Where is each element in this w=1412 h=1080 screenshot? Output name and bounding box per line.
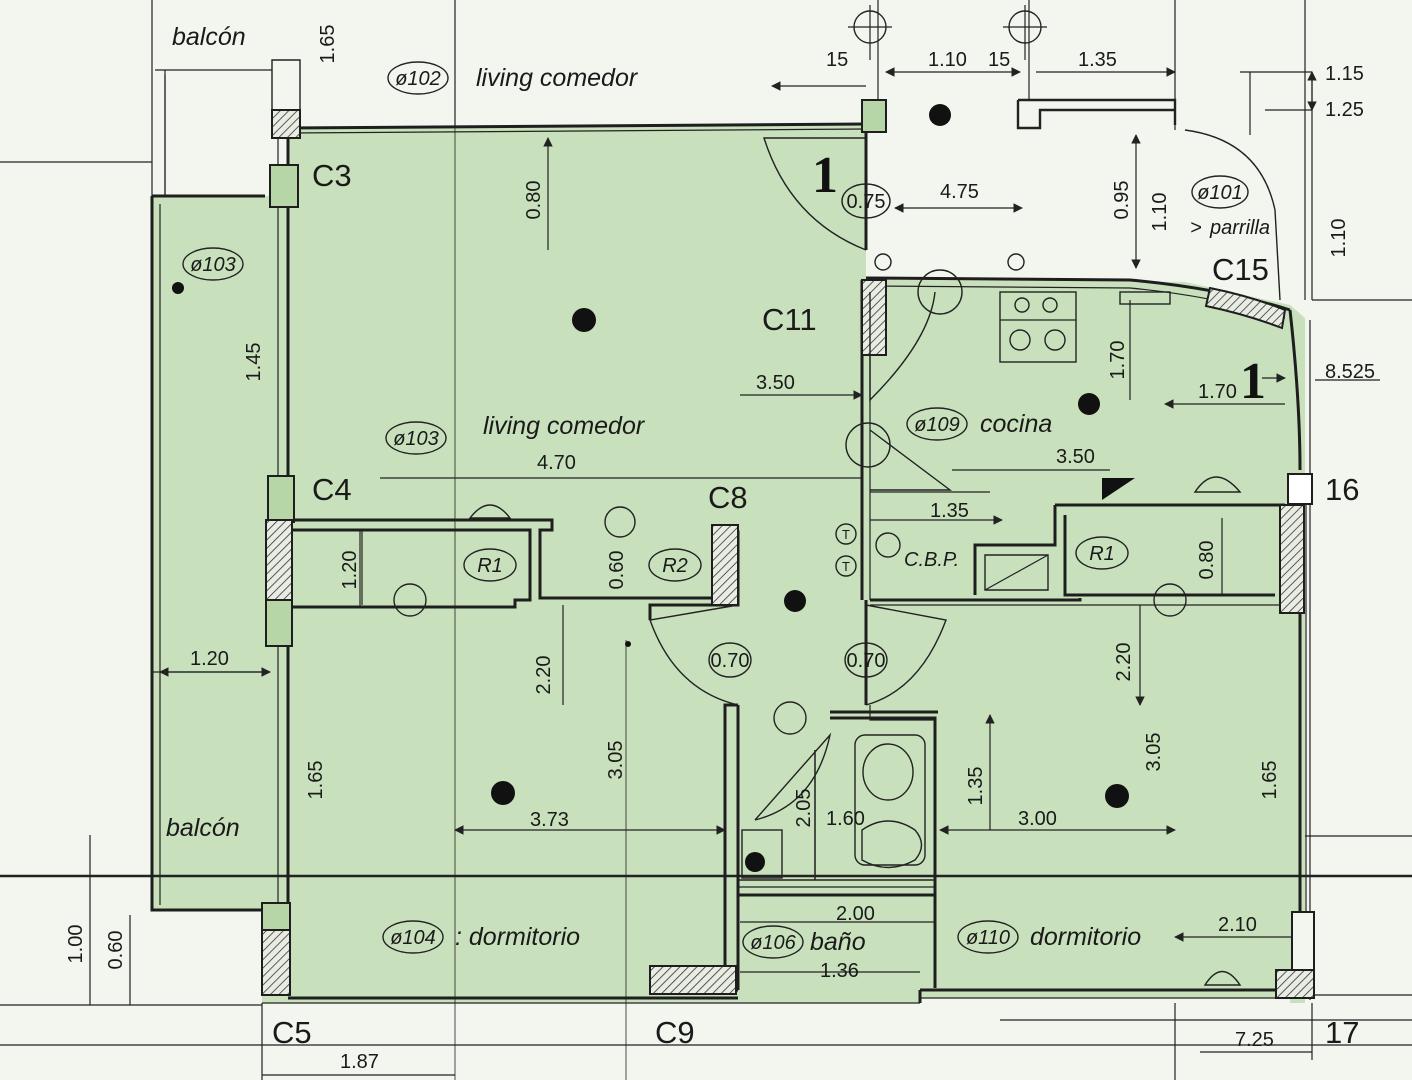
section-cut-1-left: 1 (812, 147, 838, 204)
room-label-balcon-top: balcón (172, 23, 246, 51)
dim-100: 1.00 (65, 925, 87, 964)
room-label-dormitorio-2: dormitorio (1030, 923, 1141, 951)
dim-165-a: 1.65 (305, 761, 327, 800)
dim-110-a: 1.10 (928, 49, 967, 71)
room-label-living: living comedor (483, 412, 646, 440)
dim-080-b: 0.80 (1196, 541, 1218, 580)
column-c4: C4 (312, 472, 352, 507)
dim-305-b: 3.05 (1143, 733, 1165, 772)
room-tag-104: ø104 (390, 927, 436, 949)
dim-205: 2.05 (793, 789, 815, 828)
dim-475: 4.75 (940, 181, 979, 203)
section-marks: 1 1 (812, 147, 1266, 410)
room-label-balcon-left: balcón (166, 814, 240, 842)
grid-axis-markers (848, 5, 1047, 60)
dim-210: 2.10 (1218, 914, 1257, 936)
dimension-lines (159, 67, 1317, 973)
dim-165-top: 1.65 (317, 25, 339, 64)
room-tag-101: ø101 (1197, 182, 1243, 204)
dim-160: 1.60 (826, 808, 865, 830)
section-cut-1-right: 1 (1240, 353, 1266, 410)
room-tag-109: ø109 (914, 414, 960, 436)
dim-080-a: 0.80 (523, 181, 545, 220)
dimension-labels-vertical: 1.65 0.80 0.95 1.10 1.10 1.45 1.70 1.20 … (65, 25, 1350, 970)
dim-350-a: 3.50 (756, 372, 795, 394)
dim-170-v: 1.70 (1107, 341, 1129, 380)
dim-200: 2.00 (836, 903, 875, 925)
room-label-parrilla: parrilla (1209, 217, 1270, 239)
room-tag-110: ø110 (966, 927, 1010, 949)
dimension-labels: 15 1.10 15 1.35 1.15 1.25 4.75 8.525 3.5… (190, 49, 1375, 1073)
room-tag-103-balcony: ø103 (190, 254, 236, 276)
dim-120-v: 1.20 (339, 551, 361, 590)
room-label-living-top: living comedor (476, 64, 639, 92)
dim-095: 0.95 (1111, 181, 1133, 220)
dim-170-h: 1.70 (1198, 381, 1237, 403)
dim-373: 3.73 (530, 809, 569, 831)
door-width-075: 0.75 (847, 191, 886, 213)
room-tag-102: ø102 (395, 68, 441, 90)
dim-110-b: 1.10 (1149, 193, 1171, 232)
column-labels: C3 C4 C5 C8 C9 C11 C15 16 17 (272, 158, 1359, 1050)
closet-label-r1-right: R1 (1089, 543, 1115, 565)
room-tag-106: ø106 (750, 932, 796, 954)
dim-725: 7.25 (1235, 1029, 1274, 1051)
parrilla-arrow: > (1190, 217, 1202, 239)
door-width-070-right: 0.70 (847, 650, 886, 672)
column-c5: C5 (272, 1015, 312, 1050)
structural-columns (261, 99, 1315, 999)
column-c9: C9 (655, 1015, 695, 1050)
column-c15: C15 (1212, 252, 1269, 287)
room-tag-103: ø103 (393, 428, 439, 450)
dim-187: 1.87 (340, 1051, 379, 1073)
dim-060-b: 0.60 (105, 931, 127, 970)
dim-165-b: 1.65 (1259, 761, 1281, 800)
dim-135-c: 1.35 (965, 767, 987, 806)
dim-305-a: 3.05 (605, 741, 627, 780)
column-16: 16 (1325, 472, 1359, 507)
closet-label-r1-left: R1 (477, 555, 503, 577)
dim-15-b: 15 (988, 49, 1010, 71)
column-c11: C11 (762, 302, 817, 337)
fixtures (393, 253, 1242, 986)
room-label-cbp: C.B.P. (904, 549, 959, 571)
dim-220-b: 2.20 (1113, 643, 1135, 682)
dim-120-h: 1.20 (190, 648, 229, 670)
dim-145: 1.45 (243, 343, 265, 382)
column-c8: C8 (708, 480, 748, 515)
dim-350-b: 3.50 (1056, 446, 1095, 468)
column-17: 17 (1325, 1015, 1359, 1050)
room-label-bano: baño (810, 928, 866, 956)
light-points (172, 104, 1129, 872)
dim-125: 1.25 (1325, 99, 1364, 121)
room-labels: balcón ø102 living comedor ø103 ø103 liv… (166, 23, 1270, 956)
room-label-cocina: cocina (980, 410, 1052, 438)
dim-110-c: 1.10 (1328, 219, 1350, 258)
dim-8525: 8.525 (1325, 361, 1375, 383)
phone-outlet-1: T (842, 527, 850, 542)
door-width-070-left: 0.70 (711, 650, 750, 672)
dim-135-b: 1.35 (930, 500, 969, 522)
dim-060-v: 0.60 (606, 551, 628, 590)
dim-300: 3.00 (1018, 808, 1057, 830)
dim-135-a: 1.35 (1078, 49, 1117, 71)
dim-15-a: 15 (826, 49, 848, 71)
dim-220-a: 2.20 (533, 656, 555, 695)
dim-136: 1.36 (820, 960, 859, 982)
closet-label-r2: R2 (662, 555, 688, 577)
room-label-dormitorio-1: : dormitorio (455, 923, 580, 951)
dim-115: 1.15 (1325, 63, 1364, 85)
column-c3: C3 (312, 158, 352, 193)
room-tag-ovals (182, 61, 1249, 959)
phone-outlet-2: T (842, 559, 850, 574)
dim-470: 4.70 (537, 452, 576, 474)
